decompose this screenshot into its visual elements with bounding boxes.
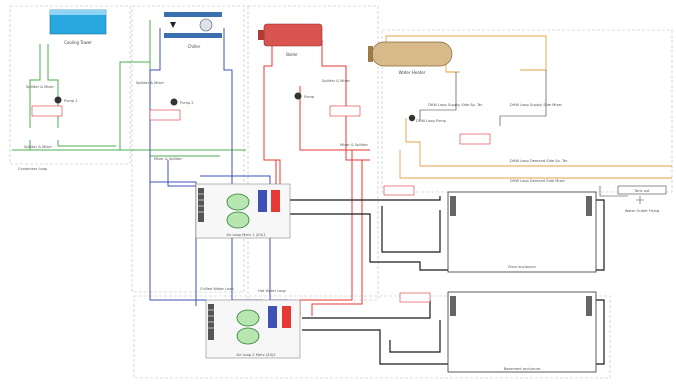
chilled-water-pipes bbox=[149, 28, 289, 316]
dhw-supply-right-label: DHW Loop Supply Side Mixer bbox=[510, 103, 563, 107]
zone-2-label: Basement enclosure bbox=[504, 367, 542, 371]
hot-water-pipes bbox=[263, 40, 370, 316]
supply-air-box-2 bbox=[399, 292, 431, 303]
pump-dhw-label: DHW Loop Pump bbox=[416, 119, 447, 123]
tank-label: Tank out bbox=[633, 189, 650, 193]
water-heater: Water Heater bbox=[368, 41, 453, 75]
chw-setpoint-box bbox=[149, 109, 181, 121]
air-loop-2-label: Air Loop 2 Merv (Z4)2 bbox=[236, 353, 275, 357]
dhw-branch-pipes bbox=[419, 70, 628, 197]
pump-hw-label: Pump bbox=[304, 95, 315, 99]
splitter-hw-label: Splitter & Mixer bbox=[322, 79, 350, 83]
hw-loop-label: Hot Water Loop bbox=[258, 289, 287, 293]
chiller: Chiller bbox=[164, 12, 222, 49]
boiler: Boiler bbox=[258, 23, 323, 57]
pump-chw: Pump 2 bbox=[170, 98, 194, 106]
chiller-label: Chiller bbox=[188, 44, 201, 49]
fan-1b bbox=[226, 211, 250, 229]
cooling-tower-label: Cooling Tower bbox=[64, 40, 92, 45]
pump-cw-label: Pump 1 bbox=[64, 99, 78, 103]
splitter-cw-label: Splitter & Mixer bbox=[26, 85, 54, 89]
supply-air-box-1 bbox=[383, 185, 415, 196]
cooling-coil-1 bbox=[258, 190, 267, 212]
condenser-setpoint-box bbox=[31, 105, 63, 117]
hot-water-boundary bbox=[247, 5, 379, 301]
tank: Tank out Water Outlet Fixing bbox=[617, 185, 667, 213]
water-heater-label: Water Heater bbox=[399, 70, 426, 75]
heating-coil-1 bbox=[271, 190, 280, 212]
mixer-chw-label: Mixer & Splitter bbox=[154, 157, 182, 161]
air-loop-2: Air Loop 2 Merv (Z4)2 bbox=[205, 299, 301, 359]
chilled-water-boundary bbox=[131, 5, 245, 293]
zone-1-label: Floor enclosure bbox=[508, 265, 536, 269]
heating-coil-2 bbox=[282, 306, 291, 328]
boiler-label: Boiler bbox=[286, 52, 298, 57]
air-loop-1: Air Loop Merv 1 (Z4)1 bbox=[195, 183, 291, 239]
chw-loop-label: Chilled Water Loop bbox=[200, 287, 235, 291]
fan-2a bbox=[236, 309, 260, 327]
pump-dhw: DHW Loop Pump bbox=[408, 114, 447, 123]
dhw-demand-label: DHW Loop Demand Side Sp. Ter bbox=[510, 159, 568, 163]
fan-1a bbox=[226, 193, 250, 211]
zone-1: Floor enclosure bbox=[447, 191, 597, 273]
fan-2b bbox=[236, 327, 260, 345]
water-outlet-label: Water Outlet Fixing bbox=[625, 209, 660, 213]
splitter-chw-label: Splitter & Mixer bbox=[136, 81, 164, 85]
dhw-supply-left-label: DHW Loop Supply Side Sp. Ter bbox=[428, 103, 483, 107]
condenser-loop-boundary bbox=[9, 5, 131, 165]
bottom-air-boundary bbox=[133, 295, 611, 379]
cooling-tower: Cooling Tower bbox=[49, 9, 107, 45]
condenser-loop-label: Condenser Loop bbox=[18, 167, 48, 171]
pump-chw-label: Pump 2 bbox=[180, 101, 194, 105]
air-loop-1-label: Air Loop Merv 1 (Z4)1 bbox=[226, 233, 265, 237]
pump-hw: Pump bbox=[294, 92, 315, 100]
dhw-setpoint-box bbox=[459, 133, 491, 145]
hw-setpoint-box bbox=[329, 105, 361, 117]
mixer-cw-label: Splitter & Mixer bbox=[24, 145, 52, 149]
cooling-coil-2 bbox=[268, 306, 277, 328]
dhw-demand-mixer-label: DHW Loop Demand Side Mixer bbox=[510, 179, 566, 183]
zone-2: Basement enclosure bbox=[447, 291, 597, 373]
pump-cw: Pump 1 bbox=[54, 96, 78, 104]
mixer-hw-label: Mixer & Splitter bbox=[340, 143, 368, 147]
